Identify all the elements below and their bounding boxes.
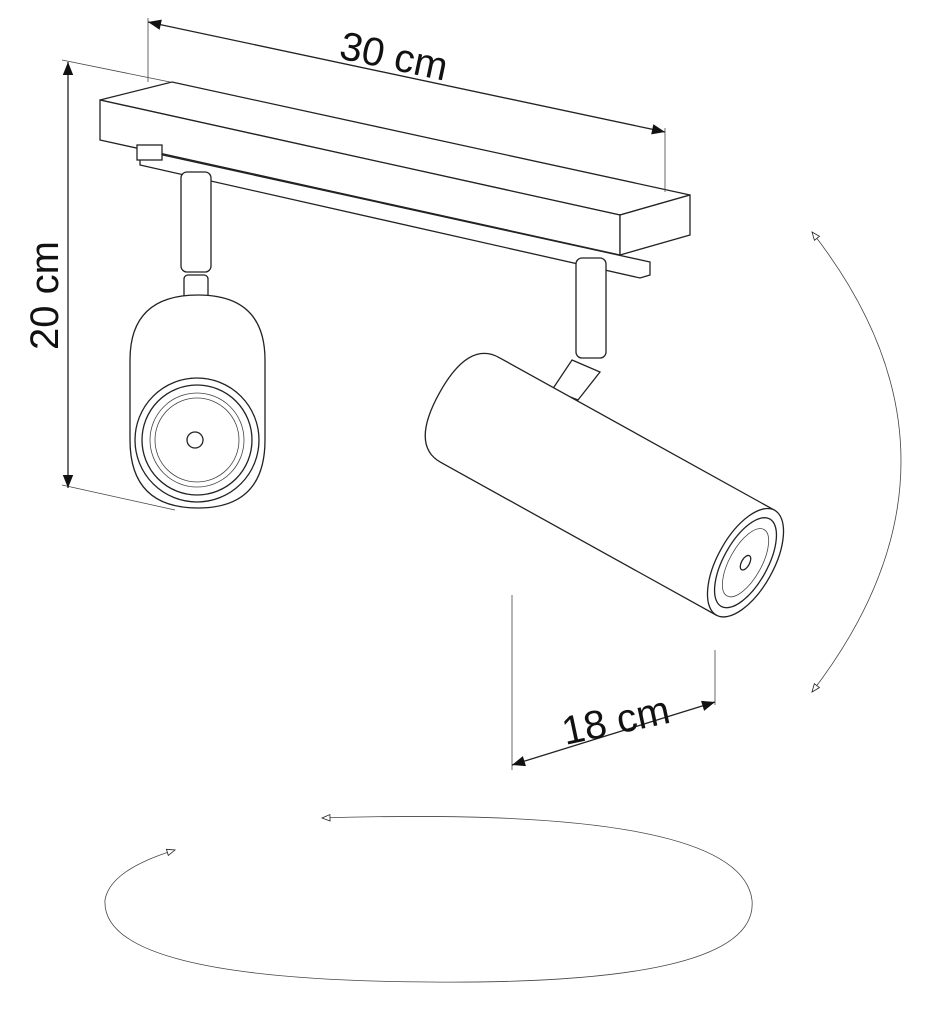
right-spotlight <box>424 257 785 618</box>
tilt-rotation-arrow <box>811 231 902 693</box>
left-spotlight <box>129 171 266 509</box>
pan-rotation-arrow <box>104 813 753 983</box>
spot-length-label: 18 cm <box>558 688 674 754</box>
spot-length-dimension: 18 cm <box>511 595 716 770</box>
width-label: 30 cm <box>336 24 452 90</box>
height-label: 20 cm <box>23 241 67 350</box>
height-dimension: 20 cm <box>23 59 176 511</box>
